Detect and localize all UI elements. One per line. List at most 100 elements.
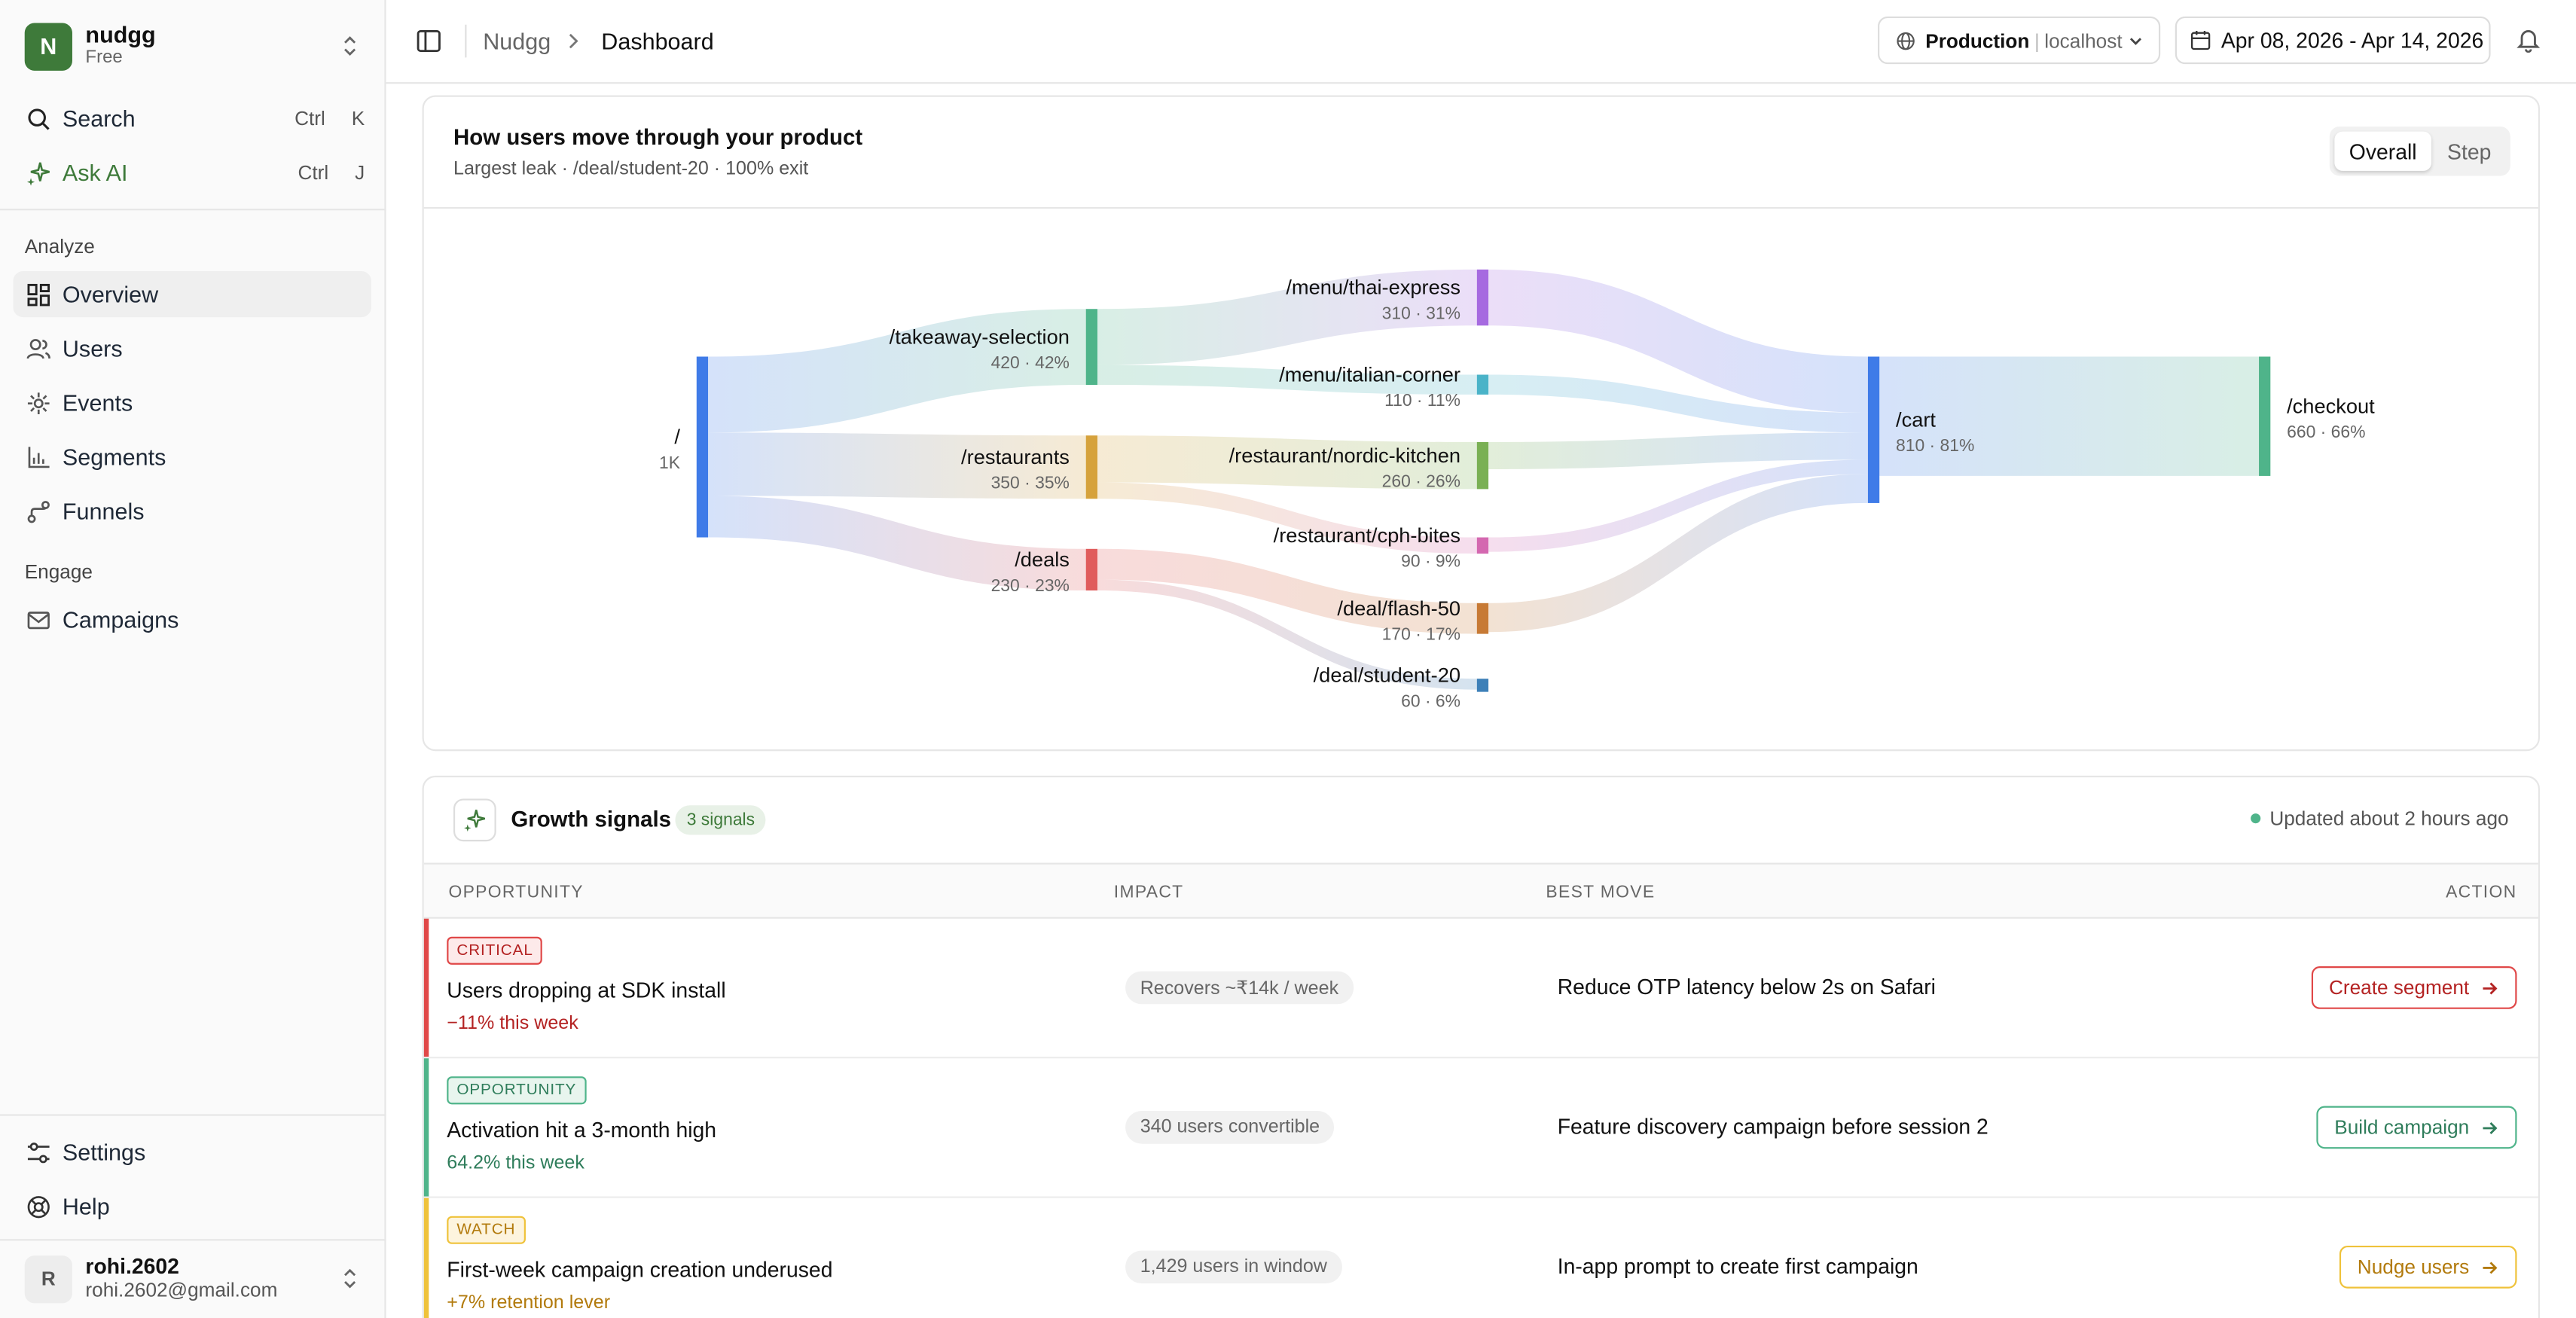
sidebar-item-users[interactable]: Users <box>13 325 371 371</box>
sankey-node-italian[interactable] <box>1476 374 1489 395</box>
sankey-node-value: 110 · 11% <box>1384 390 1460 410</box>
sidebar-toggle-icon[interactable] <box>416 28 442 54</box>
user-flow-card: How users move through your product Larg… <box>422 95 2541 752</box>
signals-updated: Updated about 2 hours ago <box>2250 807 2509 830</box>
sankey-link-deals-flash <box>1097 548 1477 634</box>
chevron-down-icon <box>2129 38 2142 45</box>
sankey-link-restaurants-cph <box>1097 482 1477 554</box>
chevron-right-icon <box>569 33 578 49</box>
signal-title: First-week campaign creation underused <box>447 1257 833 1282</box>
sidebar: N nudgg Free Search Ctrl K Ask AI Ctrl J… <box>0 0 386 1318</box>
sidebar-item-campaigns[interactable]: Campaigns <box>13 596 371 642</box>
user-email: rohi.2602@gmail.com <box>85 1278 278 1302</box>
impact-pill: Recovers ~₹14k / week <box>1125 971 1354 1005</box>
create-segment-button[interactable]: Create segment <box>2310 966 2517 1009</box>
signals-count-badge: 3 signals <box>675 805 767 835</box>
arrow-right-icon <box>2483 1121 2498 1133</box>
signals-updated-text: Updated about 2 hours ago <box>2269 807 2509 830</box>
sidebar-divider <box>0 1114 386 1116</box>
ask-ai-button[interactable]: Ask AI Ctrl J <box>13 150 371 196</box>
sankey-node-thai[interactable] <box>1476 269 1489 326</box>
sankey-node-value: 660 · 66% <box>2287 422 2365 441</box>
action-label: Create segment <box>2328 976 2470 999</box>
search-button[interactable]: Search Ctrl K <box>13 96 371 142</box>
date-range-picker[interactable]: Apr 08, 2026 - Apr 14, 2026 <box>2175 16 2491 65</box>
table-row: WATCH First-week campaign creation under… <box>423 1197 2538 1318</box>
table-row: OPPORTUNITY Activation hit a 3-month hig… <box>423 1058 2538 1198</box>
sankey-link-root-restaurants <box>708 432 1086 499</box>
sankey-link-root-takeaway <box>708 309 1086 433</box>
sankey-node-label: /restaurant/nordic-kitchen <box>1229 444 1460 467</box>
ask-ai-shortcut-ctrl: Ctrl <box>298 160 329 185</box>
sankey-node-value: 170 · 17% <box>1382 624 1460 644</box>
chevron-up-down-icon <box>344 36 356 56</box>
sankey-node-nordic[interactable] <box>1476 441 1489 490</box>
sankey-node-cph[interactable] <box>1476 537 1489 554</box>
sankey-node-label: /cart <box>1896 407 1936 431</box>
sankey-node-label: /deal/flash-50 <box>1337 596 1460 620</box>
signals-title: Growth signals <box>511 807 672 832</box>
sankey-node-checkout[interactable] <box>2259 356 2271 476</box>
best-move: Feature discovery campaign before sessio… <box>1557 1114 1988 1140</box>
sankey-node-root[interactable] <box>696 356 709 538</box>
column-header-opportunity: OPPORTUNITY <box>448 882 584 902</box>
column-header-impact: IMPACT <box>1113 882 1184 902</box>
bell-icon[interactable] <box>2515 26 2541 53</box>
sidebar-item-label: Users <box>62 335 123 362</box>
status-dot <box>2250 813 2260 824</box>
environment-select[interactable]: Production | localhost <box>1878 16 2161 65</box>
severity-badge: CRITICAL <box>447 936 543 965</box>
sidebar-item-label: Settings <box>62 1139 146 1166</box>
environment-name: Production <box>1925 29 2030 52</box>
toggle-step[interactable]: Step <box>2447 139 2492 164</box>
sankey-link-root-deals <box>708 496 1086 591</box>
sankey-node-deals[interactable] <box>1085 548 1097 591</box>
sankey-link-italian-cart <box>1488 374 1868 433</box>
environment-host: localhost <box>2044 29 2123 52</box>
sidebar-item-overview[interactable]: Overview <box>13 271 371 318</box>
sankey-node-restaurants[interactable] <box>1085 435 1097 499</box>
column-header-action: ACTION <box>2446 882 2517 902</box>
sidebar-item-settings[interactable]: Settings <box>13 1129 371 1175</box>
sankey-node-student[interactable] <box>1476 679 1489 692</box>
sankey-link-restaurants-nordic <box>1097 435 1477 490</box>
sankey-link-flash-cart <box>1488 474 1868 633</box>
sankey-node-label: /restaurant/cph-bites <box>1274 523 1460 547</box>
sidebar-item-events[interactable]: Events <box>13 380 371 426</box>
user-menu[interactable]: R rohi.2602 rohi.2602@gmail.com <box>24 1253 370 1303</box>
signal-title: Users dropping at SDK install <box>447 978 726 1003</box>
severity-bar <box>423 1197 429 1318</box>
user-name: rohi.2602 <box>85 1253 179 1279</box>
sankey-node-label: /menu/thai-express <box>1286 276 1460 299</box>
sankey-node-cart[interactable] <box>1867 356 1880 503</box>
sidebar-item-segments[interactable]: Segments <box>13 434 371 480</box>
environment-separator: | <box>2034 29 2040 52</box>
sankey-node-flash[interactable] <box>1476 603 1489 634</box>
column-header-best-move: BEST MOVE <box>1546 882 1656 902</box>
flow-title: How users move through your product <box>453 124 863 150</box>
sankey-node-label: /menu/italian-corner <box>1279 362 1460 386</box>
sankey-link-nordic-cart <box>1488 432 1868 469</box>
sidebar-item-label: Segments <box>62 444 166 471</box>
nudge-users-button[interactable]: Nudge users <box>2339 1245 2517 1289</box>
workspace-name: nudgg <box>85 21 156 48</box>
sidebar-item-help[interactable]: Help <box>13 1183 371 1229</box>
flow-subtitle: Largest leak · /deal/student-20 · 100% e… <box>453 159 809 179</box>
build-campaign-button[interactable]: Build campaign <box>2316 1106 2517 1149</box>
arrow-right-icon <box>2483 981 2498 994</box>
sankey-node-label: /checkout <box>2287 394 2375 417</box>
breadcrumb-root[interactable]: Nudgg <box>483 28 551 55</box>
top-bar: Nudgg Dashboard Production | localhost A… <box>386 0 2576 84</box>
workspace-logo: N <box>24 22 72 70</box>
best-move: Reduce OTP latency below 2s on Safari <box>1557 974 1936 999</box>
sankey-link-thai-cart <box>1488 269 1868 413</box>
toggle-overall[interactable]: Overall <box>2334 131 2432 171</box>
sidebar-item-funnels[interactable]: Funnels <box>13 488 371 534</box>
sidebar-divider <box>0 209 386 211</box>
sankey-node-takeaway[interactable] <box>1085 309 1097 386</box>
sankey-link-takeaway-italian <box>1097 365 1477 395</box>
workspace-switcher[interactable]: N nudgg Free <box>24 21 370 70</box>
avatar: R <box>24 1254 72 1303</box>
section-analyze: Analyze <box>24 235 95 258</box>
